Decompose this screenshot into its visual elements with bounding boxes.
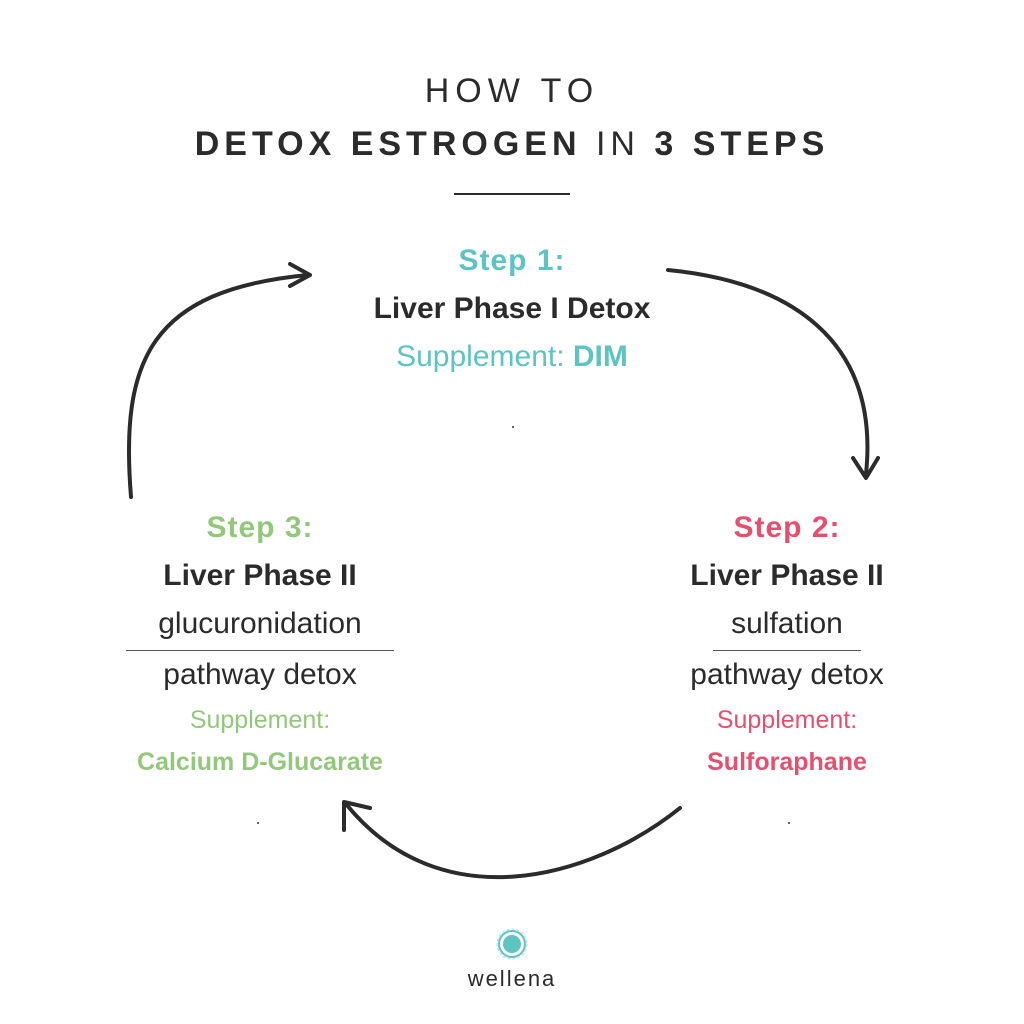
wellena-logo-icon [496,928,528,960]
step-3-label: Step 3: [206,511,314,544]
step-1-supplement: Supplement: DIM [262,333,762,386]
title-in: IN [581,125,655,163]
step-3-pathway-suffix: pathway detox [163,658,357,691]
step-2-pathway-suffix: pathway detox [690,658,884,691]
step-3-supplement-name: Calcium D-Glucarate [137,748,383,776]
step-1-supplement-name: DIM [572,340,628,373]
step-3-supplement-prefix: Supplement: [189,706,331,734]
step-1-label: Step 1: [458,244,566,277]
brand-name: wellena [467,966,557,991]
step-1-supplement-prefix: Supplement: [396,340,573,373]
arrow-step2-to-step3-head [342,800,372,832]
title-3-steps: 3 STEPS [654,125,830,163]
step-1-block: Step 1: Liver Phase I Detox Supplement: … [262,237,762,386]
title-detox-estrogen: DETOX ESTROGEN [194,125,582,163]
step-2-block: Step 2: Liver Phase II sulfation pathway… [612,504,962,783]
step-2-phase: Liver Phase II [690,559,884,592]
decorative-dot [788,822,790,824]
arrow-step3-to-step1-head [288,262,312,288]
step-2-supplement-prefix: Supplement: [716,706,858,734]
arrow-step2-to-step3 [344,802,682,879]
title-divider [454,193,570,195]
step-1-phase: Liver Phase I Detox [373,292,651,325]
step-3-pathway: glucuronidation [126,600,394,651]
arrow-step1-to-step2 [666,268,870,476]
step-2-label: Step 2: [733,511,841,544]
arrow-step1-to-step2-head [851,456,880,480]
decorative-dot [257,822,259,824]
step-2-pathway-line: sulfation [612,600,962,651]
decorative-dot [512,426,514,428]
page-title: DETOX ESTROGEN IN 3 STEPS [0,125,1024,164]
arrow-step3-to-step1 [127,273,310,499]
step-3-pathway-line: glucuronidation [80,600,440,651]
step-3-block: Step 3: Liver Phase II glucuronidation p… [80,504,440,783]
step-2-supplement-name: Sulforaphane [707,748,867,776]
step-3-phase: Liver Phase II [163,559,357,592]
title-how-to: HOW TO [424,72,600,110]
step-2-pathway: sulfation [713,600,861,651]
